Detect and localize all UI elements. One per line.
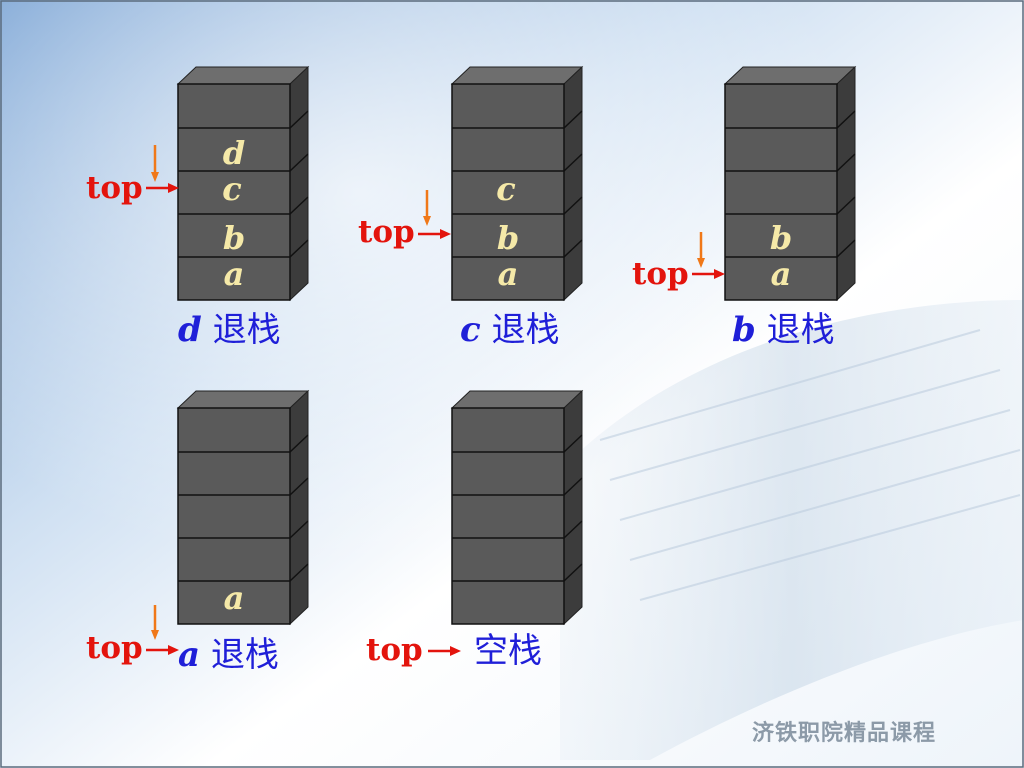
right-arrowhead-icon: [714, 269, 725, 279]
down-arrowhead-icon: [423, 216, 431, 226]
cell-label: a: [223, 579, 245, 617]
top-pointer-label: top: [632, 256, 689, 292]
right-arrowhead-icon: [450, 646, 461, 656]
caption-pop-c: c 退栈: [460, 310, 560, 350]
cell-label: a: [223, 255, 245, 293]
caption-text: 退栈: [200, 635, 279, 675]
cell-label: b: [769, 219, 793, 257]
cell-label: b: [222, 219, 246, 257]
down-arrowhead-icon: [697, 258, 705, 268]
cell-label: b: [496, 219, 520, 257]
stack-body: [176, 389, 310, 626]
cell-label: a: [497, 255, 519, 293]
cell-label: c: [496, 170, 516, 208]
cell-label: c: [222, 170, 242, 208]
caption-variable: d: [178, 310, 202, 350]
top-pointer-label: top: [366, 632, 423, 668]
top-pointer-label: top: [86, 630, 143, 666]
caption-text: 退栈: [755, 310, 835, 350]
stack-body: [450, 389, 584, 626]
down-arrowhead-icon: [151, 172, 159, 182]
caption-variable: c: [460, 310, 481, 350]
stack-body: [450, 65, 584, 302]
caption-text: 退栈: [201, 310, 281, 350]
course-footer: 济铁职院精品课程: [752, 721, 937, 746]
right-arrowhead-icon: [440, 229, 451, 239]
top-pointer-label: top: [358, 214, 415, 250]
top-pointer-label: top: [86, 170, 143, 206]
caption-text: 空栈: [474, 631, 542, 671]
stack-body: [723, 65, 857, 302]
stack-body: [176, 65, 310, 302]
caption-pop-a: a 退栈: [178, 635, 279, 675]
down-arrowhead-icon: [151, 630, 159, 640]
caption-pop-b: b 退栈: [732, 310, 835, 350]
right-arrowhead-icon: [168, 183, 179, 193]
caption-empty-stack: 空栈: [474, 631, 542, 671]
caption-text: 退栈: [480, 310, 560, 350]
caption-variable: a: [178, 635, 201, 675]
right-arrowhead-icon: [168, 645, 179, 655]
cell-label: a: [770, 255, 792, 293]
cell-label: d: [222, 134, 246, 172]
caption-variable: b: [732, 310, 756, 350]
caption-pop-d: d 退栈: [178, 310, 281, 350]
